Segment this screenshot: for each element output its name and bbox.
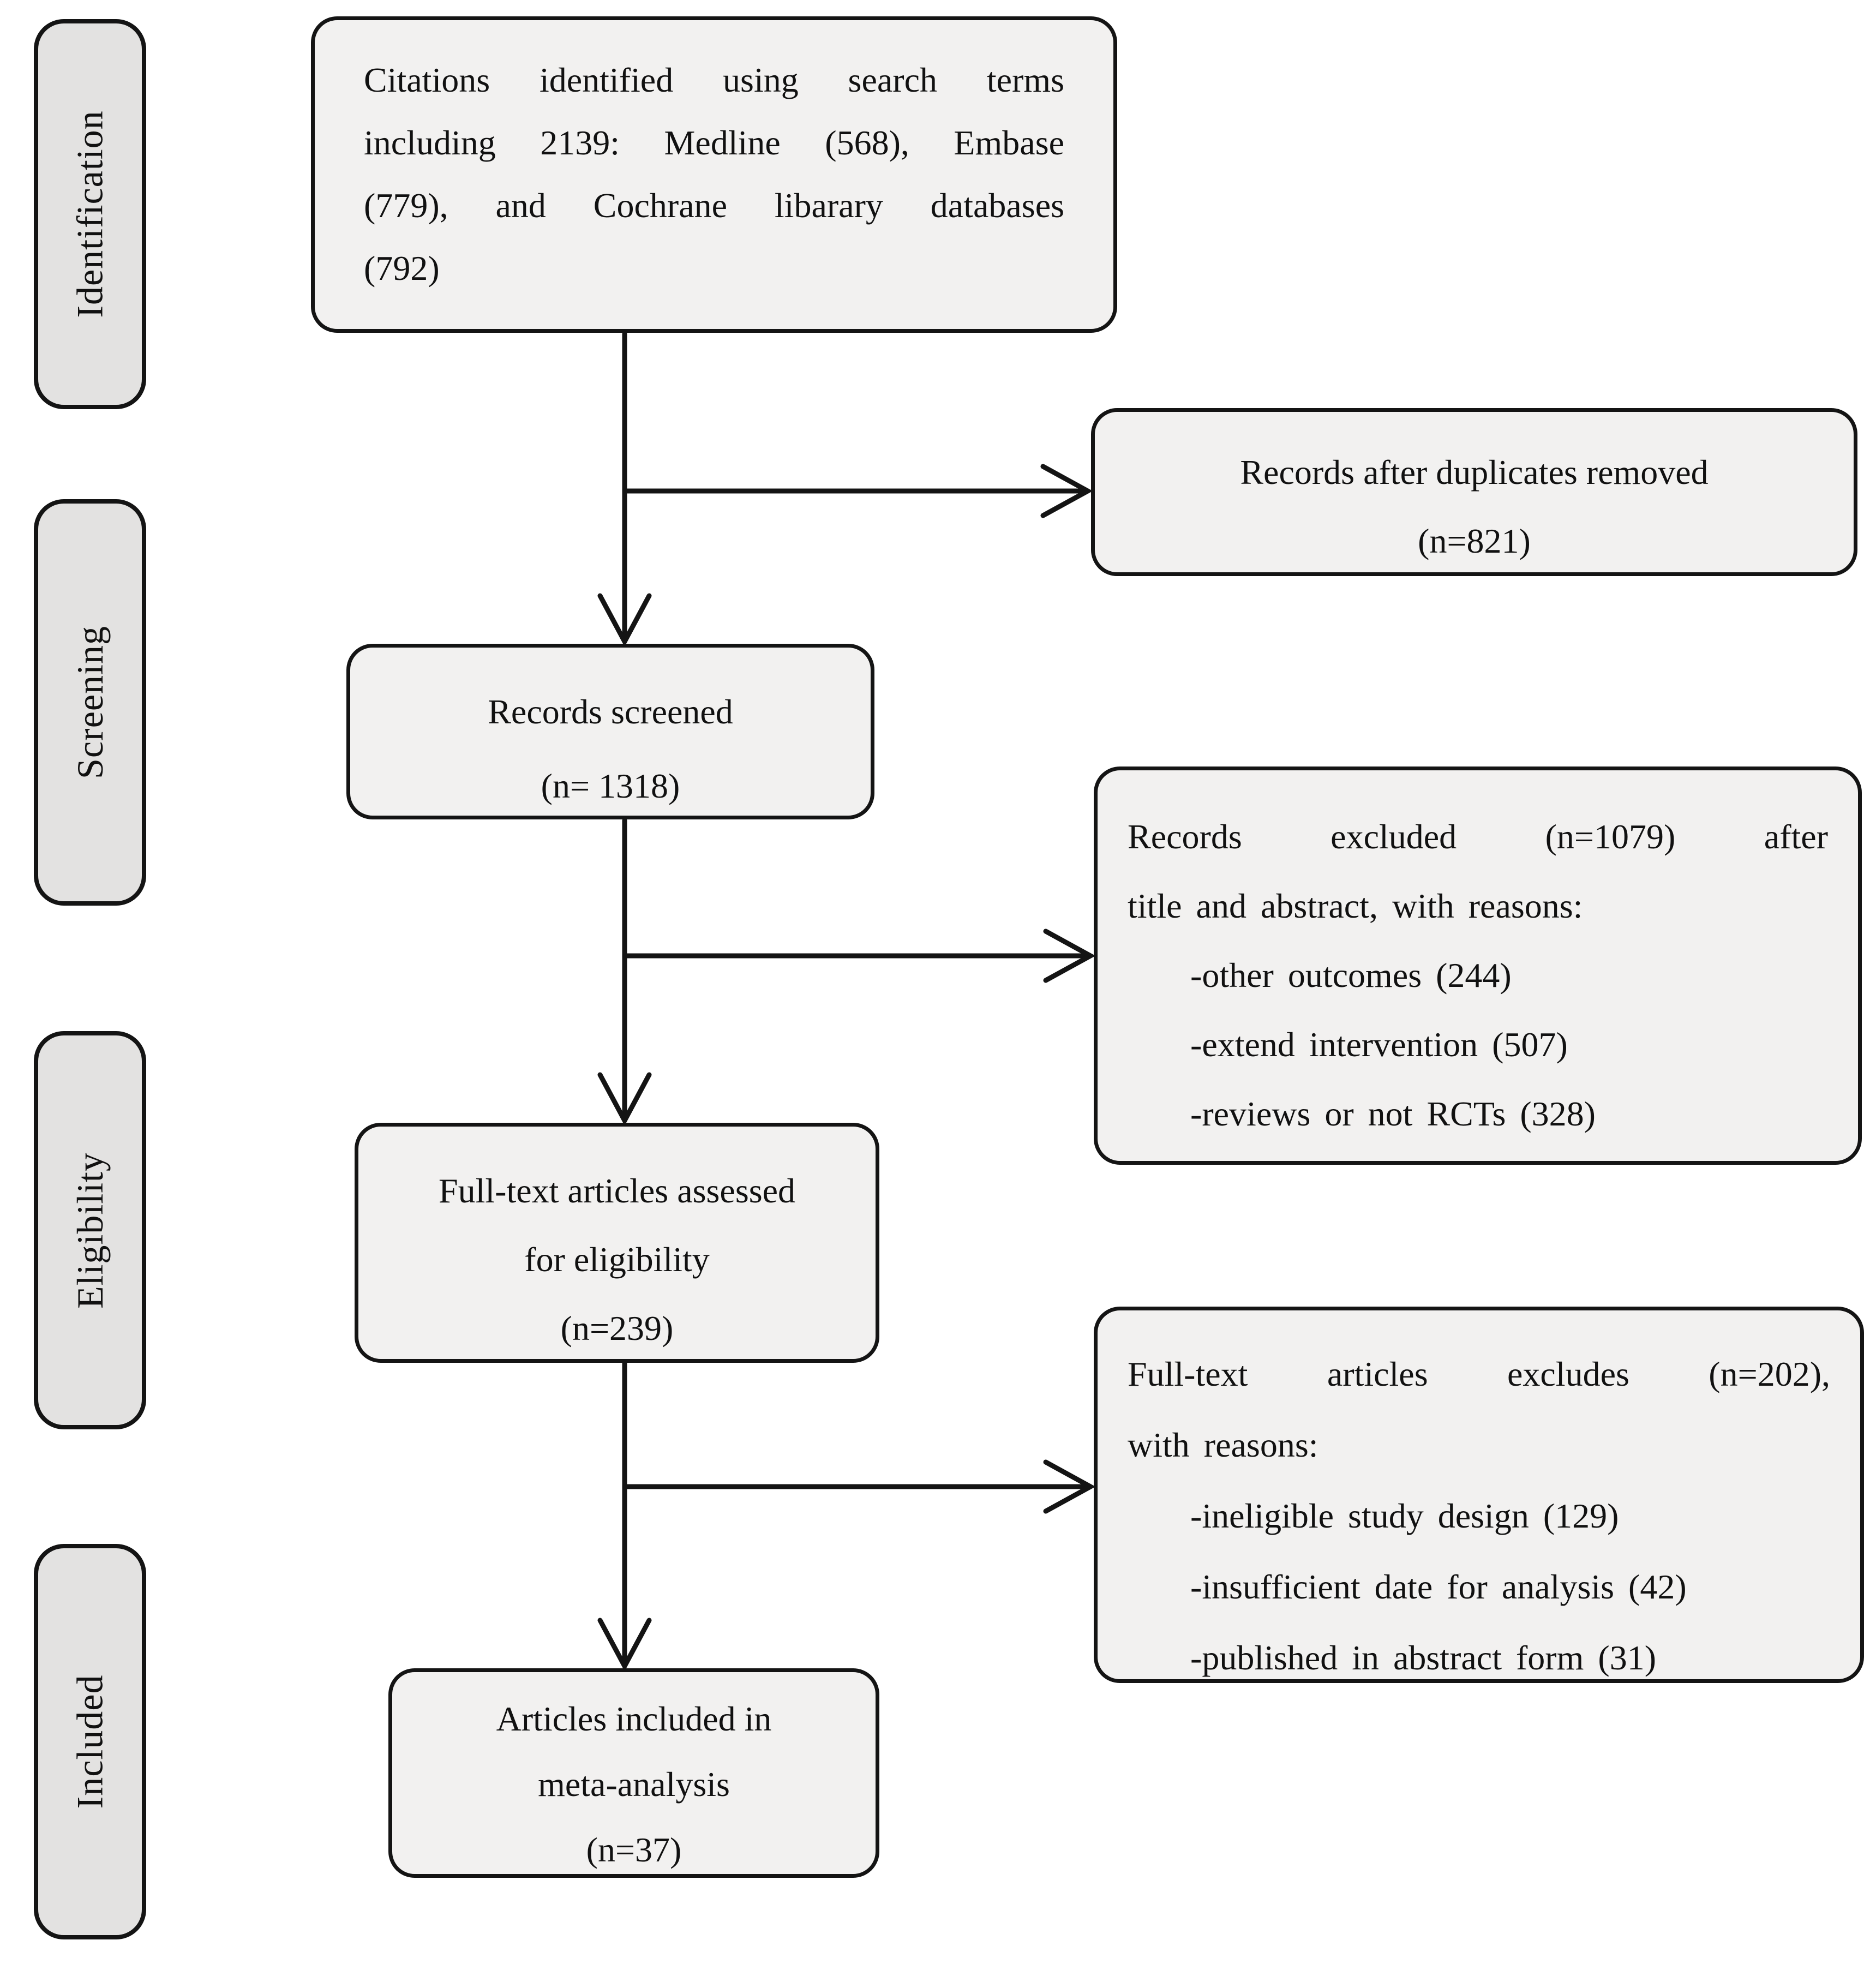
articles-included-count: (n=37) bbox=[586, 1830, 682, 1869]
arrowhead-right-excluded-title-abstract bbox=[1043, 929, 1096, 983]
box-fulltext-excluded: Full-text articles excludes (n=202), wit… bbox=[1094, 1307, 1864, 1683]
citations-line: Citations identified using search terms bbox=[364, 61, 1064, 99]
records-screened-label: Records screened bbox=[488, 692, 733, 731]
excluded-reason: -extend intervention (507) bbox=[1190, 1025, 1568, 1064]
citations-line: (779), and Cochrane libarary databases bbox=[364, 186, 1064, 225]
articles-included-line: Articles included in bbox=[496, 1699, 772, 1738]
box-duplicates-removed: Records after duplicates removed (n=821) bbox=[1091, 408, 1857, 576]
fulltext-excluded-intro: with reasons: bbox=[1128, 1426, 1318, 1464]
fulltext-assessed-count: (n=239) bbox=[560, 1309, 674, 1348]
fulltext-excluded-reason: -insufficient date for analysis (42) bbox=[1190, 1567, 1687, 1606]
fulltext-excluded-intro: Full-text articles excludes (n=202), bbox=[1128, 1355, 1830, 1393]
records-excluded-intro: Records excluded (n=1079) after bbox=[1128, 817, 1828, 856]
citations-line: (792) bbox=[364, 249, 440, 288]
box-records-excluded-title-abstract: Records excluded (n=1079) after title an… bbox=[1094, 767, 1862, 1165]
stage-label-identification: Identification bbox=[34, 19, 146, 409]
box-citations-identified: Citations identified using search terms … bbox=[311, 16, 1117, 333]
arrowhead-down-assessed bbox=[597, 1072, 652, 1126]
fulltext-assessed-line: Full-text articles assessed bbox=[438, 1171, 796, 1210]
stage-label-included-text: Included bbox=[69, 1674, 111, 1809]
duplicates-removed-label: Records after duplicates removed bbox=[1240, 453, 1709, 492]
stage-label-screening: Screening bbox=[34, 499, 146, 906]
stage-label-identification-text: Identification bbox=[69, 110, 111, 318]
fulltext-excluded-reason: -ineligible study design (129) bbox=[1190, 1496, 1619, 1535]
fulltext-excluded-reason: -published in abstract form (31) bbox=[1190, 1638, 1656, 1677]
stage-label-eligibility-text: Eligibility bbox=[69, 1152, 111, 1309]
box-fulltext-assessed: Full-text articles assessed for eligibil… bbox=[355, 1123, 879, 1363]
box-records-screened: Records screened (n= 1318) bbox=[346, 644, 874, 819]
excluded-reason: -other outcomes (244) bbox=[1190, 956, 1512, 995]
fulltext-assessed-line: for eligibility bbox=[524, 1240, 710, 1279]
arrowhead-down-included bbox=[597, 1618, 652, 1672]
duplicates-removed-count: (n=821) bbox=[1418, 522, 1531, 560]
excluded-reason: -reviews or not RCTs (328) bbox=[1190, 1094, 1596, 1133]
citations-line: including 2139: Medline (568), Embase bbox=[364, 123, 1064, 162]
articles-included-line: meta-analysis bbox=[538, 1765, 730, 1804]
records-screened-count: (n= 1318) bbox=[541, 767, 680, 805]
stage-label-eligibility: Eligibility bbox=[34, 1031, 146, 1429]
arrowhead-down-screened bbox=[597, 593, 652, 647]
records-excluded-intro: title and abstract, with reasons: bbox=[1128, 887, 1583, 925]
arrowhead-right-duplicates bbox=[1040, 464, 1093, 518]
stage-label-included: Included bbox=[34, 1544, 146, 1939]
box-articles-included: Articles included in meta-analysis (n=37… bbox=[388, 1668, 879, 1878]
stage-label-screening-text: Screening bbox=[69, 626, 111, 779]
arrowhead-right-fulltext-excluded bbox=[1043, 1459, 1096, 1514]
